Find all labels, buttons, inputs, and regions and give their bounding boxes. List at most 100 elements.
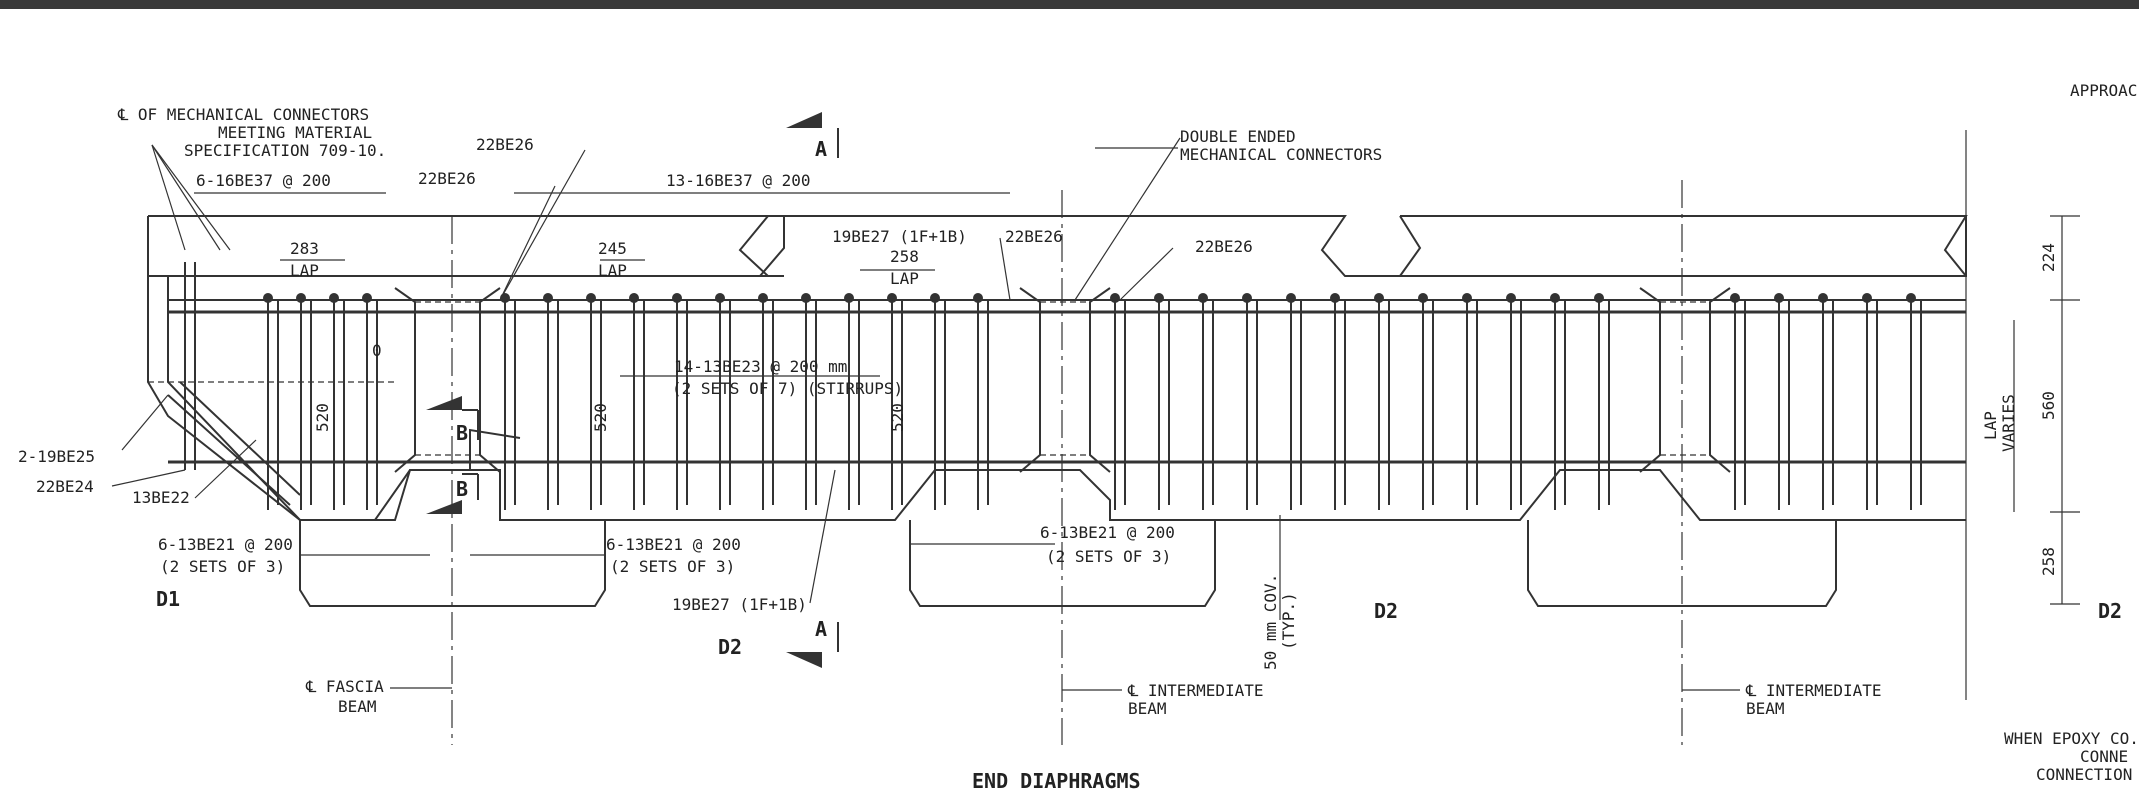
stirrup-bar	[547, 300, 559, 510]
bar-end-dot	[1286, 293, 1296, 303]
stirrup-bar	[300, 300, 312, 510]
stirrup-bar	[1334, 300, 1346, 510]
stirrup-bar	[762, 300, 774, 510]
label-double-ended-1: DOUBLE ENDED	[1180, 127, 1296, 146]
label-lap-a: LAP	[290, 261, 319, 280]
label-dim-0: 0	[372, 341, 382, 360]
stirrup-bar	[1158, 300, 1170, 510]
label-dim-224: 224	[2039, 243, 2058, 272]
stirrup-bar	[1598, 300, 1610, 510]
stirrup-bar	[1866, 300, 1878, 510]
label-bars-16be37-a: 6-16BE37 @ 200	[196, 171, 331, 190]
label-section-b-bot: B	[456, 477, 468, 501]
label-stirrups-1: 14-13BE23 @ 200 mm	[674, 357, 847, 376]
joint-dashed-lines	[148, 301, 1710, 456]
label-dim-560: 560	[2039, 391, 2058, 420]
stirrup-bar	[366, 300, 378, 510]
bar-end-dot	[1506, 293, 1516, 303]
bar-end-dot	[1462, 293, 1472, 303]
stirrup-bar	[1778, 300, 1790, 510]
label-22be26-1: 22BE26	[476, 135, 534, 154]
label-cover-2: (TYP.)	[1279, 592, 1298, 650]
label-22be26-2: 22BE26	[418, 169, 476, 188]
label-cover-1: 50 mm COV.	[1261, 574, 1280, 670]
label-13be21-a1: 6-13BE21 @ 200	[158, 535, 293, 554]
stirrup-bar	[1378, 300, 1390, 510]
bar-end-dot	[1154, 293, 1164, 303]
beam-centerlines	[451, 180, 1683, 745]
bar-end-dot	[1862, 293, 1872, 303]
leader-lines	[111, 137, 1740, 691]
stirrup-bar	[1554, 300, 1566, 510]
stirrup-bar	[891, 300, 903, 510]
label-22be24: 22BE24	[36, 477, 94, 496]
bar-end-dot	[263, 293, 273, 303]
label-22be26-3: 22BE26	[1005, 227, 1063, 246]
stirrup-bar	[934, 300, 946, 510]
stirrup-bar	[267, 300, 279, 510]
label-lap-283: 283	[290, 239, 319, 258]
bar-end-dot	[973, 293, 983, 303]
stirrup-bar	[504, 300, 516, 510]
bar-end-dot	[1774, 293, 1784, 303]
label-epoxy-2: CONNE	[2080, 747, 2128, 766]
label-mech-conn-1: ℄ OF MECHANICAL CONNECTORS	[117, 105, 369, 124]
drawing-labels: ℄ OF MECHANICAL CONNECTORS MEETING MATER…	[18, 81, 2139, 793]
label-22be26-4: 22BE26	[1195, 237, 1253, 256]
label-lap-varies-2: VARIES	[1999, 394, 2018, 452]
stirrup-bar	[590, 300, 602, 510]
stirrup-bar	[1734, 300, 1746, 510]
stirrup-bar	[1246, 300, 1258, 510]
stirrup-bar	[1114, 300, 1126, 510]
stirrup-bar	[1510, 300, 1522, 510]
label-stirrups-2: (2 SETS OF 7) (STIRRUPS)	[672, 379, 903, 398]
label-2-19be25: 2-19BE25	[18, 447, 95, 466]
stirrup-bar	[1422, 300, 1434, 510]
label-fascia-1: ℄ FASCIA	[305, 677, 384, 696]
bar-end-dot	[1242, 293, 1252, 303]
stirrup-bar	[1290, 300, 1302, 510]
label-d2-a: D2	[718, 635, 742, 659]
bar-end-dot	[758, 293, 768, 303]
bar-end-dot	[629, 293, 639, 303]
label-double-ended-2: MECHANICAL CONNECTORS	[1180, 145, 1382, 164]
label-section-a-bot: A	[815, 617, 827, 641]
bar-end-dot	[930, 293, 940, 303]
bar-end-dot	[1330, 293, 1340, 303]
label-mech-conn-2: MEETING MATERIAL	[218, 123, 372, 142]
bar-end-dot	[844, 293, 854, 303]
label-bars-16be37-b: 13-16BE37 @ 200	[666, 171, 811, 190]
bar-end-dot	[1374, 293, 1384, 303]
label-epoxy-1: WHEN EPOXY CO.	[2004, 729, 2139, 748]
label-inter1-2: BEAM	[1128, 699, 1167, 718]
label-13be21-a2: (2 SETS OF 3)	[160, 557, 285, 576]
bar-end-dot	[329, 293, 339, 303]
right-dimensions	[1965, 130, 2080, 700]
bar-end-dot	[1550, 293, 1560, 303]
stirrup-bar	[1466, 300, 1478, 510]
diagonal-bars	[167, 262, 301, 506]
stirrup-bar	[1910, 300, 1922, 510]
bar-end-dot	[1730, 293, 1740, 303]
stirrup-bar	[676, 300, 688, 510]
label-inter2-2: BEAM	[1746, 699, 1785, 718]
bar-end-dot	[1418, 293, 1428, 303]
bar-end-dot	[296, 293, 306, 303]
bar-end-dot	[1818, 293, 1828, 303]
label-fascia-2: BEAM	[338, 697, 377, 716]
label-lap-varies-1: LAP	[1981, 411, 2000, 440]
label-epoxy-3: CONNECTION	[2036, 765, 2132, 784]
label-dim-520c: 520	[888, 403, 907, 432]
bar-end-dot	[1110, 293, 1120, 303]
section-markers	[426, 112, 839, 668]
bar-end-dot	[362, 293, 372, 303]
label-lap-c: LAP	[890, 269, 919, 288]
label-section-b-top: B	[456, 421, 468, 445]
label-lap-245: 245	[598, 239, 627, 258]
label-section-a-top: A	[815, 137, 827, 161]
label-dim-520a: 520	[313, 403, 332, 432]
bar-end-dot	[887, 293, 897, 303]
label-13be21-b1: 6-13BE21 @ 200	[606, 535, 741, 554]
label-mech-conn-3: SPECIFICATION 709-10.	[184, 141, 386, 160]
label-19be27-top: 19BE27 (1F+1B)	[832, 227, 967, 246]
